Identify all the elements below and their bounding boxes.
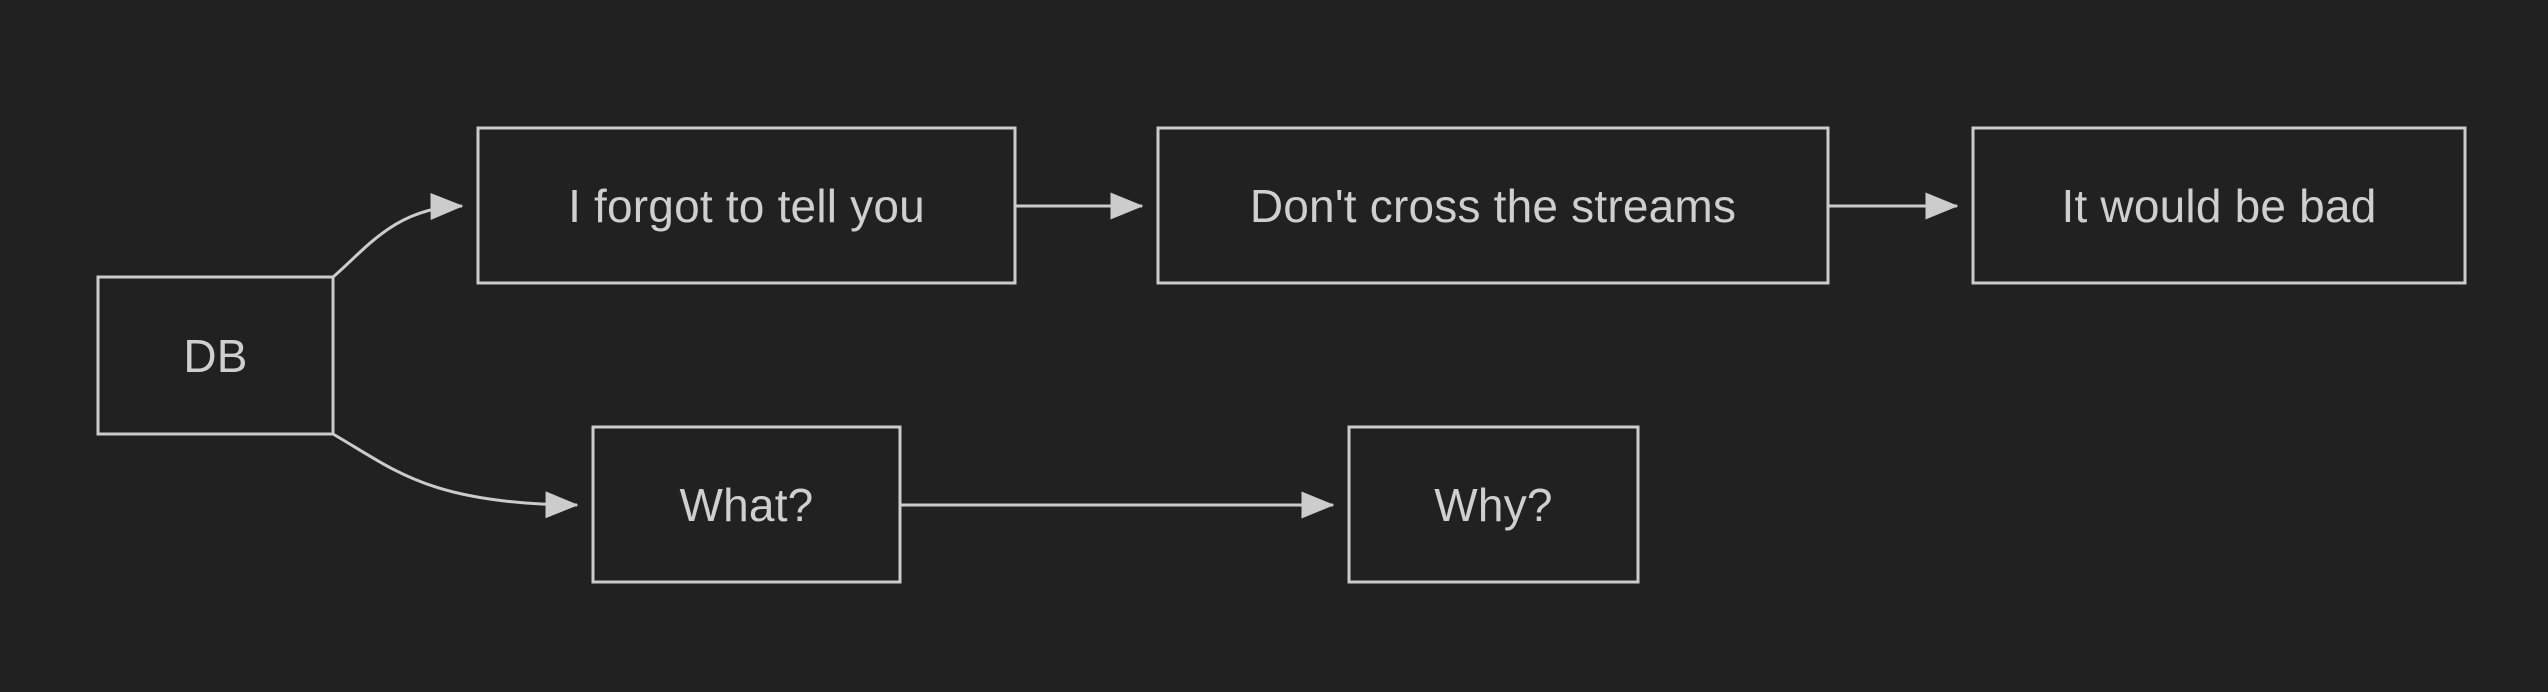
node-forgot-box[interactable] — [476, 126, 1017, 285]
edge-db-to-what — [332, 432, 579, 519]
node-db-box[interactable] — [96, 275, 335, 436]
node-bad-box[interactable] — [1971, 126, 2467, 285]
node-what-box[interactable] — [591, 425, 902, 584]
node-why-box[interactable] — [1347, 425, 1640, 584]
node-streams-box[interactable] — [1156, 126, 1830, 285]
edge-db-to-forgot — [332, 192, 464, 279]
